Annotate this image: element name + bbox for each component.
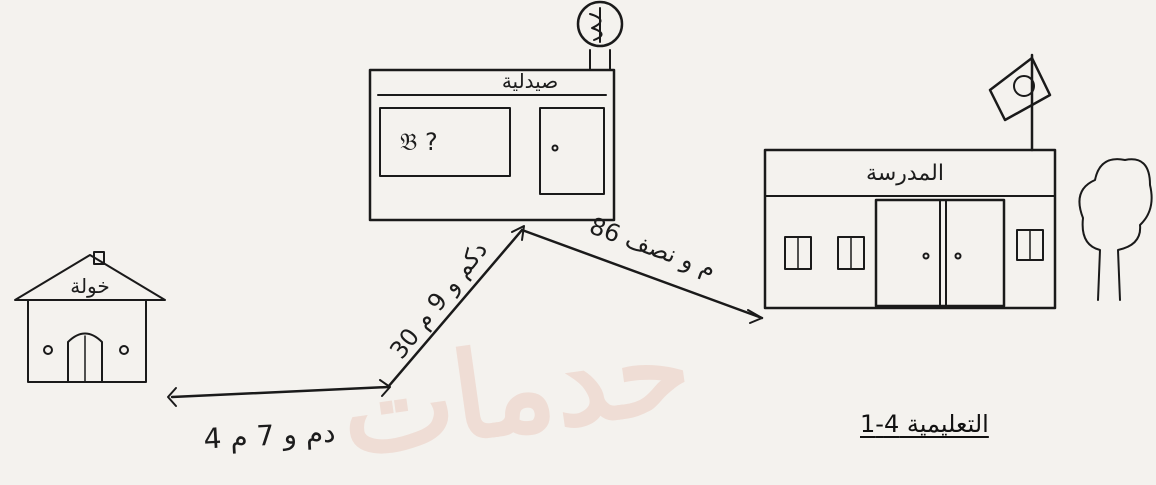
caduceus-icon	[576, 0, 624, 48]
route-segment-school	[520, 228, 764, 320]
house-label: خولة	[70, 274, 110, 298]
distance-label-pharmacy: 30 دكم و 9 م	[384, 236, 493, 364]
pharmacy-label: صيدلية	[502, 69, 558, 93]
school-building	[763, 148, 1057, 310]
route-segment-home	[170, 385, 390, 399]
route-segment-pharmacy	[386, 228, 524, 389]
pharmacy: 𝔅 ? صيدلية	[368, 0, 624, 222]
svg-text:𝔅 ?: 𝔅 ?	[400, 128, 438, 156]
house-door	[67, 332, 103, 383]
route	[167, 225, 764, 407]
school-label: المدرسة	[866, 161, 944, 186]
house-window-left	[43, 345, 53, 355]
exercise-caption: التعليمية 4-1	[860, 410, 989, 438]
distance-label-home: 4 دم و 7 م	[203, 416, 336, 456]
distance-label-school: 86 م و نصف	[586, 212, 720, 284]
pharmacy-window	[379, 107, 511, 177]
house-wall	[27, 299, 147, 383]
house-window-right	[119, 345, 129, 355]
pharmacy-door	[539, 107, 605, 195]
school: المدرسة	[763, 53, 1057, 310]
flag-icon	[988, 56, 1052, 122]
tree-icon	[1078, 158, 1153, 301]
house-chimney	[93, 251, 105, 265]
house: خولة	[14, 251, 166, 383]
pharmacy-building	[368, 68, 616, 222]
